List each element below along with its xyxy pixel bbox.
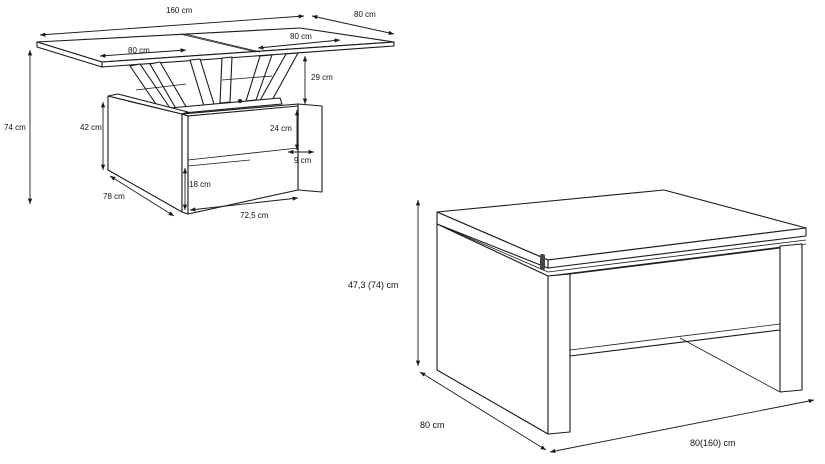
lift-mechanism [129,52,299,115]
label-top-length: 160 cm [166,6,193,15]
label-closed-height: 47,3 (74) cm [348,280,399,290]
closed-table-view [415,189,815,454]
label-lift-height: 29 cm [311,73,333,82]
label-body-height: 42 cm [80,123,102,132]
label-clearance: 18 cm [189,180,211,189]
dimensions-open [27,14,395,217]
dimensions-closed [415,200,815,454]
label-closed-width: 80(160) cm [690,438,736,448]
label-inner-width: 72,5 cm [240,211,269,220]
base-box [107,93,323,215]
label-top-depth: 80 cm [354,10,376,19]
label-inner-height: 24 cm [270,124,292,133]
hinge-bracket [540,254,545,270]
label-total-height: 74 cm [4,123,26,132]
label-side-thickness: 9 cm [294,156,312,165]
tabletop-closed [436,189,807,277]
dimension-labels: 160 cm 80 cm 80 cm 80 cm 29 cm 74 cm 42 … [4,6,736,448]
tabletop-extended [36,27,395,68]
open-table-view [27,14,395,217]
label-closed-depth: 80 cm [420,420,445,430]
label-body-depth: 78 cm [103,192,125,201]
label-right-leaf: 80 cm [290,32,312,41]
label-left-leaf: 80 cm [128,46,150,55]
hinge-bolt [238,99,242,103]
